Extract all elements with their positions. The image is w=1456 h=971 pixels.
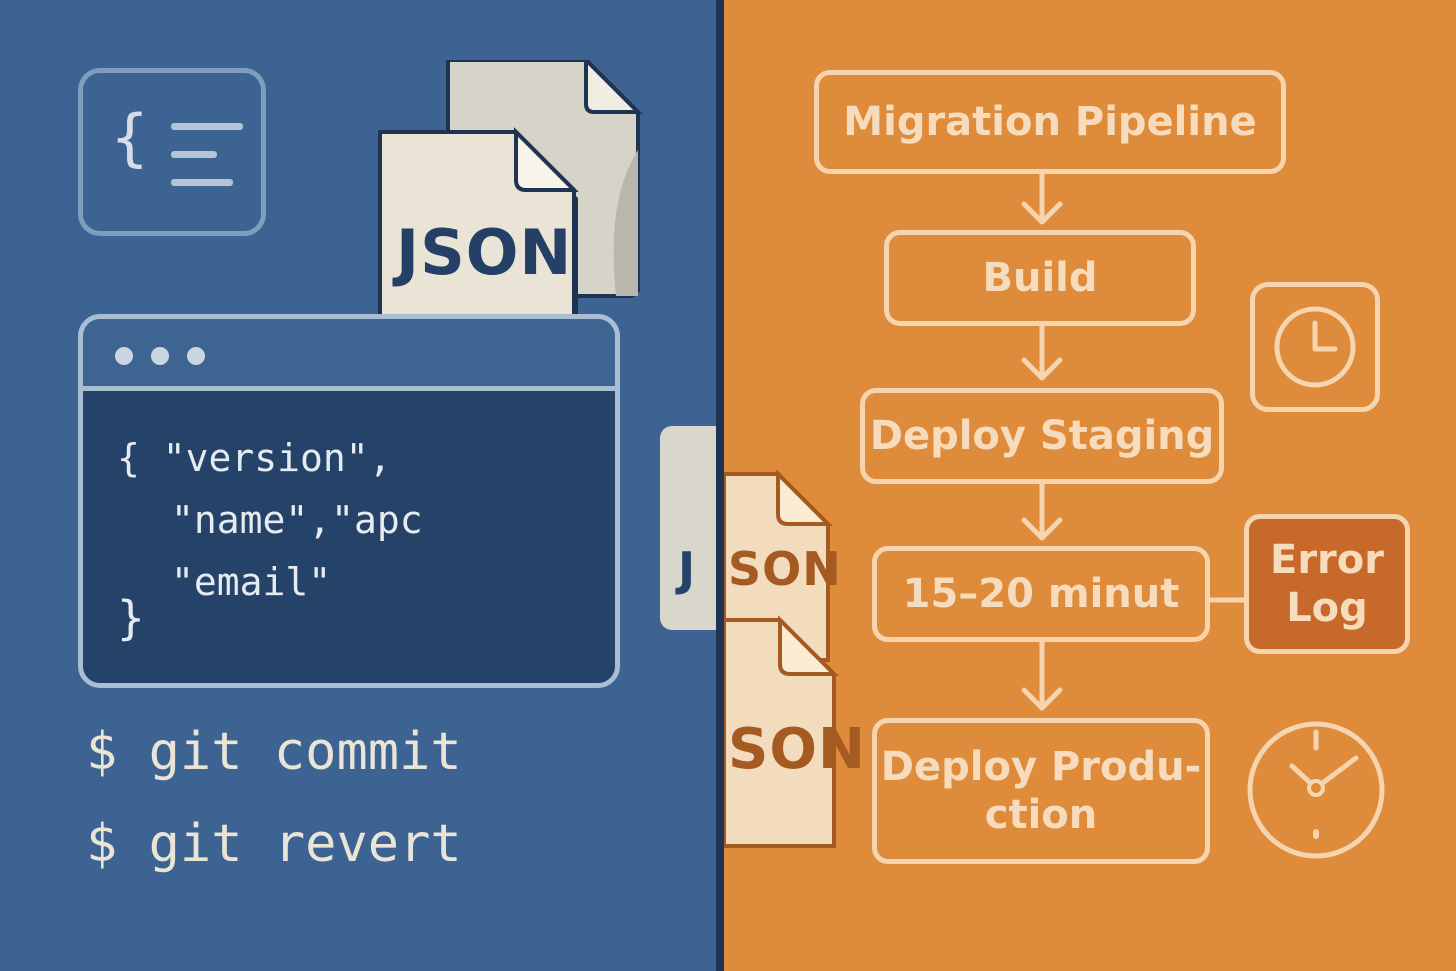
json-doc-label: JSON: [396, 216, 573, 289]
right-panel: [724, 0, 1456, 971]
flow-node-migration-pipeline: Migration Pipeline: [814, 70, 1286, 174]
flow-node-deploy-production: Deploy Produ- ction: [872, 718, 1210, 864]
flow-node-error-log: Error Log: [1244, 514, 1410, 654]
window-dot-icon: [151, 347, 169, 365]
code-file-icon: {: [78, 68, 266, 236]
json-file-icon: [378, 60, 643, 316]
json-card-right-label: SON: [728, 542, 842, 596]
code-line: "name","apc: [171, 498, 423, 542]
window-dot-icon: [115, 347, 133, 365]
flow-connectors: [1021, 169, 1247, 711]
browser-window-icon: { "version", "name","apc "email" }: [78, 314, 620, 688]
flow-node-build: Build: [884, 230, 1196, 326]
code-line: }: [117, 591, 145, 645]
flow-node-duration: 15–20 minut: [872, 546, 1210, 642]
git-command: $ git revert: [86, 814, 462, 874]
stopwatch-icon: [1247, 721, 1385, 859]
json-file-icon: [724, 470, 839, 848]
window-titlebar: [83, 319, 615, 391]
panel-divider: [716, 0, 724, 971]
flow-node-deploy-staging: Deploy Staging: [860, 388, 1224, 484]
window-dot-icon: [187, 347, 205, 365]
json-card-bottom-label: SON: [728, 717, 866, 782]
json-card-left-half: [660, 426, 716, 630]
code-area: [83, 391, 615, 683]
clock-icon: [1250, 282, 1380, 412]
json-card-left-label: J: [678, 542, 697, 596]
code-line: "email": [171, 560, 332, 604]
code-line: { "version",: [117, 436, 392, 480]
git-command: $ git commit: [86, 722, 462, 782]
